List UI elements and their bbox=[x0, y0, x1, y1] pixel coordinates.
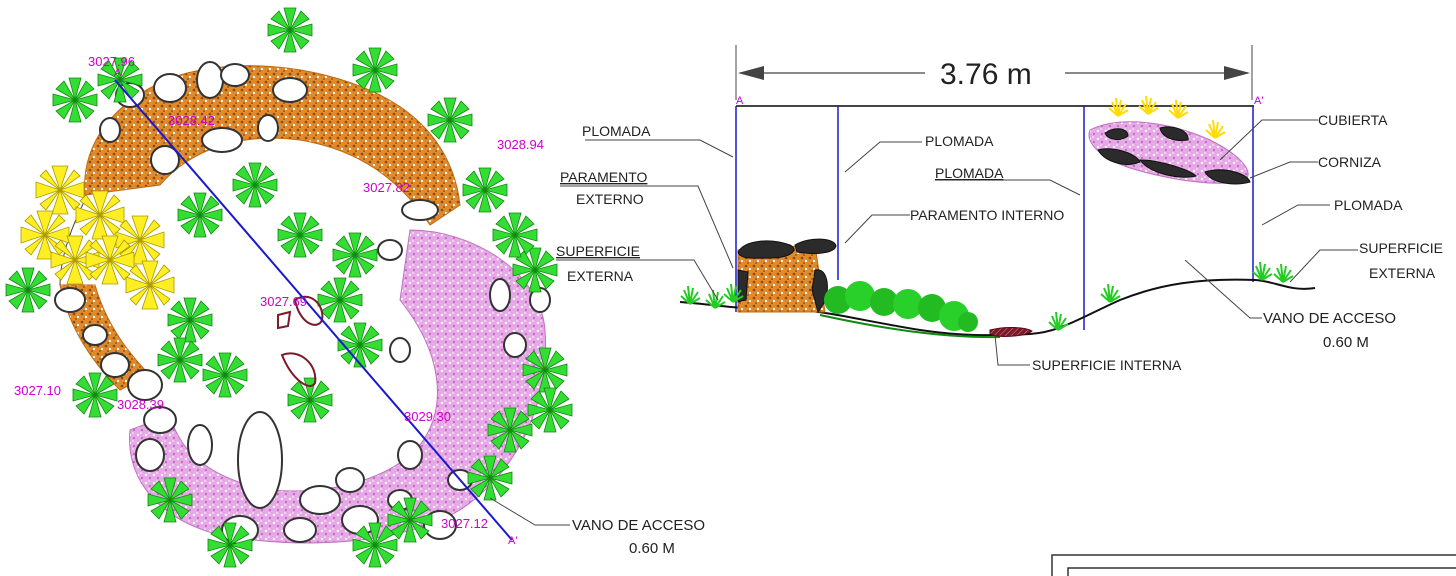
label-cubierta: CUBIERTA bbox=[1318, 112, 1388, 128]
plan-rocks bbox=[54, 61, 551, 545]
label-plomada-1: PLOMADA bbox=[582, 123, 651, 139]
title-block-frame bbox=[1051, 554, 1456, 576]
elevation-label: 3027.12 bbox=[441, 516, 488, 531]
label-paramento-externo-1: PARAMENTO bbox=[560, 169, 647, 185]
plan-section-line bbox=[114, 79, 513, 541]
section-end: A' bbox=[1254, 95, 1263, 107]
elevation-label: 3028.39 bbox=[117, 397, 164, 412]
elevation-label: 3029.30 bbox=[404, 409, 451, 424]
label-cornisa: CORNIZA bbox=[1318, 154, 1382, 170]
label-superficie-externa-left-1: SUPERFICIE bbox=[556, 243, 640, 259]
plan-access-title: VANO DE ACCESO bbox=[572, 517, 705, 534]
plan-view: A A' 3027.96 3028.42 3028.94 3027.82 302… bbox=[5, 7, 705, 568]
dimension-line: 3.76 m bbox=[735, 45, 1253, 100]
label-superficie-interna: SUPERFICIE INTERNA bbox=[1032, 357, 1182, 373]
label-plomada-2: PLOMADA bbox=[925, 133, 994, 149]
label-paramento-interno: PARAMENTO INTERNO bbox=[910, 207, 1064, 223]
elevation-label: 3027.82 bbox=[363, 180, 410, 195]
label-superficie-externa-right-2: EXTERNA bbox=[1369, 265, 1436, 281]
interior-stone bbox=[989, 327, 1033, 337]
label-superficie-externa-left-2: EXTERNA bbox=[567, 268, 634, 284]
plan-feature-outline-3 bbox=[280, 352, 317, 387]
elevation-label: 3027.69 bbox=[260, 294, 307, 309]
elevation-label: 3027.10 bbox=[14, 383, 61, 398]
plan-feature-outline-2 bbox=[277, 310, 292, 330]
dimension-value: 3.76 m bbox=[940, 58, 1032, 91]
label-vano-width: 0.60 M bbox=[1323, 334, 1369, 351]
elevation-label: 3028.94 bbox=[497, 137, 544, 152]
section-bushes bbox=[824, 281, 978, 332]
elevation-label: 3028.42 bbox=[168, 113, 215, 128]
label-plomada-4: PLOMADA bbox=[1334, 197, 1403, 213]
section-start: A bbox=[736, 95, 744, 107]
plan-section-start: A bbox=[114, 67, 122, 79]
section-leaders bbox=[556, 119, 1358, 366]
label-superficie-externa-right-1: SUPERFICIE bbox=[1359, 240, 1443, 256]
label-paramento-externo-2: EXTERNO bbox=[576, 191, 644, 207]
label-plomada-3: PLOMADA bbox=[935, 165, 1004, 181]
elevation-label: 3027.96 bbox=[88, 54, 135, 69]
section-view: 3.76 m A A' bbox=[556, 45, 1443, 373]
plan-access-width: 0.60 M bbox=[629, 540, 675, 557]
label-vano-title: VANO DE ACCESO bbox=[1263, 310, 1396, 327]
plan-section-end: A' bbox=[508, 535, 517, 547]
